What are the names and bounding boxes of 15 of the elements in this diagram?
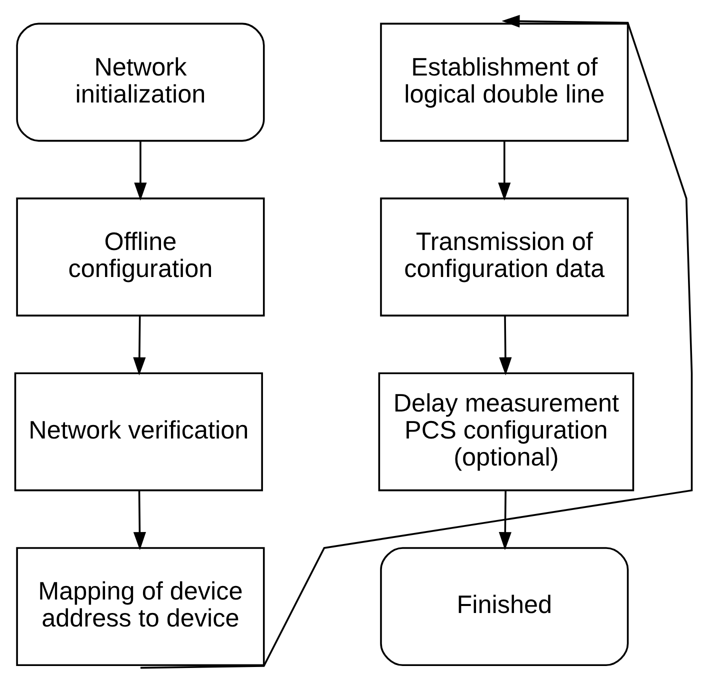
- node-box: Mapping of device address to device: [16, 546, 265, 666]
- arrow: [498, 140, 511, 200]
- arrow: [498, 490, 512, 550]
- node-box: Delay measurement PCS configuration (optional): [378, 372, 634, 491]
- node-box: Transmission of configuration data: [380, 197, 629, 316]
- arrow: [134, 140, 147, 200]
- arrow: [133, 315, 146, 375]
- arrow: [499, 315, 512, 375]
- node-box: Network initialization: [16, 22, 265, 142]
- arrow: [133, 490, 146, 550]
- node-box: Offline configuration: [16, 197, 265, 316]
- node-box: Establishment of logical double line: [380, 22, 629, 142]
- arrow: [140, 14, 693, 668]
- node-box: Network verification: [14, 372, 263, 491]
- node-box: Finished: [380, 546, 629, 666]
